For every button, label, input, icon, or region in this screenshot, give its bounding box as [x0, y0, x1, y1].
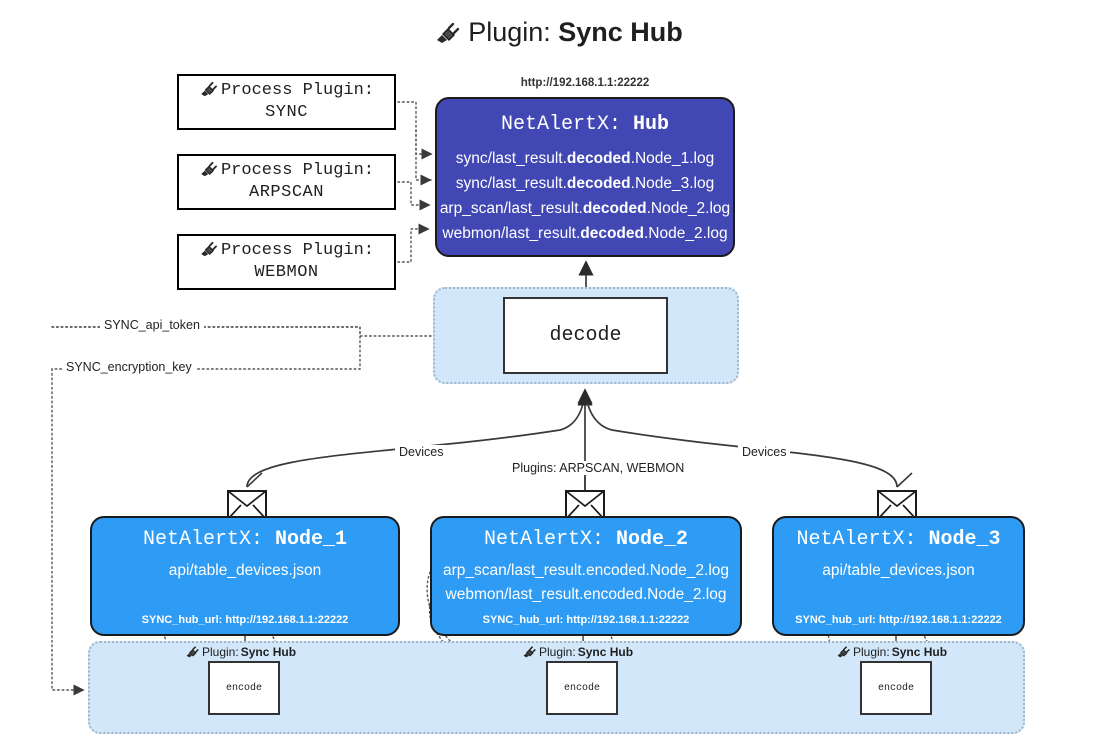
- process-plugin-value: ARPSCAN: [249, 183, 324, 202]
- process-plugin-box-sync[interactable]: Process Plugin: SYNC: [177, 74, 396, 130]
- node-file-row: webmon/last_result.encoded.Node_2.log: [445, 586, 727, 604]
- node-hub-url: SYNC_hub_url: http://192.168.1.1:22222: [141, 614, 349, 626]
- process-plugin-value: SYNC: [265, 103, 308, 122]
- encoder-plugin-tag-1: Plugin: Sync Hub: [185, 645, 296, 659]
- hub-header-label: NetAlertX:: [500, 113, 621, 136]
- node-header-label: NetAlertX:: [142, 528, 263, 551]
- process-plugin-label: Process Plugin:: [220, 161, 375, 181]
- hub-url-label: http://192.168.1.1:22222: [520, 77, 650, 89]
- edge-node1-mail-stub: [246, 472, 263, 488]
- node-header: NetAlertX: Node_3: [774, 528, 1023, 551]
- node-box-node-2[interactable]: NetAlertX: Node_2 arp_scan/last_result.e…: [430, 516, 742, 636]
- process-plugin-label: Process Plugin:: [220, 81, 375, 101]
- plug-icon: [522, 645, 537, 659]
- page-title-label: Plugin:: [468, 17, 551, 47]
- decode-box[interactable]: decode: [503, 297, 668, 374]
- process-plugin-value: WEBMON: [254, 263, 319, 282]
- node-header-label: NetAlertX:: [483, 528, 604, 551]
- edge-node3-to-decode: [584, 391, 898, 488]
- node-header-value: Node_3: [928, 528, 1001, 551]
- encoder-plugin-tag-label: Plugin:: [853, 645, 890, 659]
- node-box-node-1[interactable]: NetAlertX: Node_1 api/table_devices.json…: [90, 516, 400, 636]
- node-header-label: NetAlertX:: [796, 528, 917, 551]
- edge-node2-src2-to-encode2: [428, 597, 542, 694]
- encoder-plugin-tag-value: Sync Hub: [240, 645, 297, 659]
- page-title-value: Sync Hub: [558, 17, 683, 47]
- edge-node1-to-decode: [246, 391, 586, 488]
- plug-icon: [434, 19, 462, 51]
- encoder-plugin-tag-value: Sync Hub: [577, 645, 634, 659]
- encoder-plugin-tag-label: Plugin:: [539, 645, 576, 659]
- edge-plugin-sync-to-hub-b: [415, 129, 432, 186]
- hub-node[interactable]: NetAlertX: Hub sync/last_result.decoded.…: [435, 97, 735, 257]
- node-file-list: api/table_devices.json: [92, 559, 398, 583]
- edge-token-box-top: [51, 326, 361, 370]
- node-hub-url: SYNC_hub_url: http://192.168.1.1:22222: [795, 614, 1002, 626]
- setting-api-token-label: SYNC_api_token: [100, 318, 204, 332]
- edge-plugin-arpscan-to-hub: [397, 181, 431, 211]
- process-plugin-box-webmon[interactable]: Process Plugin: WEBMON: [177, 234, 396, 290]
- hub-header-value: Hub: [633, 113, 670, 136]
- edge-label-devices-left: Devices: [395, 445, 448, 459]
- encoder-plugin-tag-label: Plugin:: [202, 645, 239, 659]
- node-file-list: api/table_devices.json: [774, 559, 1023, 583]
- node-header-value: Node_1: [275, 528, 348, 551]
- edge-label-plugins-mid: Plugins: ARPSCAN, WEBMON: [508, 461, 689, 475]
- hub-file-row: sync/last_result.decoded.Node_1.log: [455, 150, 715, 167]
- plug-icon: [836, 645, 851, 659]
- setting-encryption-key-label: SYNC_encryption_key: [62, 360, 196, 374]
- plug-icon: [199, 160, 219, 182]
- node-box-node-3[interactable]: NetAlertX: Node_3 api/table_devices.json…: [772, 516, 1025, 636]
- node-header: NetAlertX: Node_2: [432, 528, 740, 551]
- process-plugin-label: Process Plugin:: [220, 241, 375, 261]
- page-title: Plugin: Sync Hub: [0, 16, 1117, 51]
- node-file-row: api/table_devices.json: [168, 562, 322, 579]
- encoder-plugin-tag-2: Plugin: Sync Hub: [522, 645, 633, 659]
- hub-file-row: sync/last_result.decoded.Node_3.log: [455, 175, 715, 193]
- encoder-plugin-tag-3: Plugin: Sync Hub: [836, 645, 947, 659]
- hub-file-row: webmon/last_result.decoded.Node_2.log: [442, 225, 728, 243]
- encode-box-1[interactable]: encode: [208, 661, 280, 715]
- encoder-plugin-tag-value: Sync Hub: [891, 645, 948, 659]
- process-plugin-box-arpscan[interactable]: Process Plugin: ARPSCAN: [177, 154, 396, 210]
- node-file-row: arp_scan/last_result.encoded.Node_2.log: [442, 562, 730, 579]
- node-file-row: api/table_devices.json: [822, 562, 975, 579]
- edge-encryption-key-to-encode: [51, 368, 85, 696]
- hub-file-row: arp_scan/last_result.decoded.Node_2.log: [439, 200, 731, 218]
- encode-box-2[interactable]: encode: [546, 661, 618, 715]
- plug-icon: [199, 80, 219, 102]
- node-file-list: arp_scan/last_result.encoded.Node_2.log …: [432, 559, 740, 607]
- edge-plugin-webmon-to-hub: [397, 223, 430, 263]
- edge-plugin-sync-to-hub: [397, 101, 433, 160]
- edge-label-devices-right: Devices: [738, 445, 791, 459]
- hub-header: NetAlertX: Hub: [437, 113, 733, 136]
- node-header-value: Node_2: [616, 528, 689, 551]
- edge-node3-mail-stub: [896, 472, 913, 488]
- hub-file-list: sync/last_result.decoded.Node_1.log sync…: [437, 146, 733, 246]
- encode-box-3[interactable]: encode: [860, 661, 932, 715]
- node-header: NetAlertX: Node_1: [92, 528, 398, 551]
- node-hub-url: SYNC_hub_url: http://192.168.1.1:22222: [482, 614, 690, 626]
- plug-icon: [185, 645, 200, 659]
- plug-icon: [199, 240, 219, 262]
